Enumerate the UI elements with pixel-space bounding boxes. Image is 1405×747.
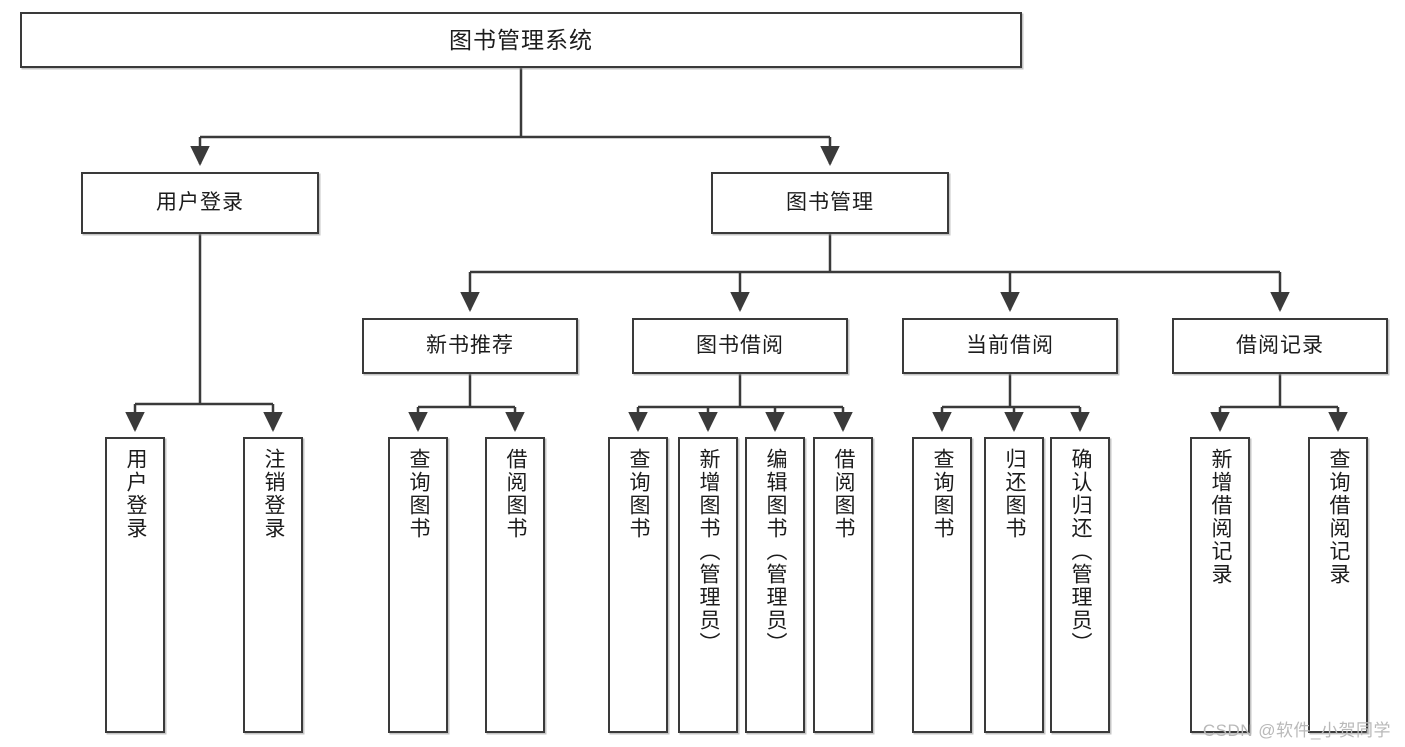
node-leaf-add-record-label: 新增借阅记录 — [1208, 448, 1232, 586]
node-root-label: 图书管理系统 — [449, 26, 593, 53]
node-current-borrow[interactable]: 当前借阅 — [902, 318, 1118, 374]
node-leaf-query-book-2-label: 查询图书 — [626, 448, 650, 540]
node-new-book-recommend-label: 新书推荐 — [426, 333, 514, 357]
node-leaf-borrow-book-1[interactable]: 借阅图书 — [485, 437, 545, 733]
node-book-borrow-label: 图书借阅 — [696, 333, 784, 357]
node-leaf-edit-book-label: 编辑图书（管理员） — [763, 448, 787, 655]
node-leaf-borrow-book-2-label: 借阅图书 — [831, 448, 855, 540]
node-leaf-query-book-3-label: 查询图书 — [930, 448, 954, 540]
node-new-book-recommend[interactable]: 新书推荐 — [362, 318, 578, 374]
node-borrow-record-label: 借阅记录 — [1236, 333, 1324, 357]
node-leaf-user-login[interactable]: 用户登录 — [105, 437, 165, 733]
node-leaf-edit-book[interactable]: 编辑图书（管理员） — [745, 437, 805, 733]
node-book-manage-label: 图书管理 — [786, 190, 874, 214]
node-leaf-confirm-return-label: 确认归还（管理员） — [1068, 448, 1092, 655]
node-leaf-query-book-2[interactable]: 查询图书 — [608, 437, 668, 733]
node-leaf-return-book-label: 归还图书 — [1002, 448, 1026, 540]
node-leaf-query-record-label: 查询借阅记录 — [1326, 448, 1350, 586]
node-leaf-user-login-label: 用户登录 — [123, 448, 147, 540]
watermark: CSDN @软件_小贺同学 — [1202, 721, 1391, 740]
node-user-login[interactable]: 用户登录 — [81, 172, 319, 234]
node-leaf-borrow-book-2[interactable]: 借阅图书 — [813, 437, 873, 733]
node-root[interactable]: 图书管理系统 — [20, 12, 1022, 68]
node-leaf-add-book-label: 新增图书（管理员） — [696, 448, 720, 655]
node-leaf-query-book-1[interactable]: 查询图书 — [388, 437, 448, 733]
node-leaf-logout[interactable]: 注销登录 — [243, 437, 303, 733]
node-leaf-query-book-1-label: 查询图书 — [406, 448, 430, 540]
node-book-manage[interactable]: 图书管理 — [711, 172, 949, 234]
node-leaf-confirm-return[interactable]: 确认归还（管理员） — [1050, 437, 1110, 733]
node-leaf-query-book-3[interactable]: 查询图书 — [912, 437, 972, 733]
node-leaf-add-record[interactable]: 新增借阅记录 — [1190, 437, 1250, 733]
node-leaf-add-book[interactable]: 新增图书（管理员） — [678, 437, 738, 733]
node-borrow-record[interactable]: 借阅记录 — [1172, 318, 1388, 374]
node-book-borrow[interactable]: 图书借阅 — [632, 318, 848, 374]
node-leaf-query-record[interactable]: 查询借阅记录 — [1308, 437, 1368, 733]
node-user-login-label: 用户登录 — [156, 190, 244, 214]
node-current-borrow-label: 当前借阅 — [966, 333, 1054, 357]
node-leaf-borrow-book-1-label: 借阅图书 — [503, 448, 527, 540]
node-leaf-logout-label: 注销登录 — [261, 448, 285, 540]
node-leaf-return-book[interactable]: 归还图书 — [984, 437, 1044, 733]
